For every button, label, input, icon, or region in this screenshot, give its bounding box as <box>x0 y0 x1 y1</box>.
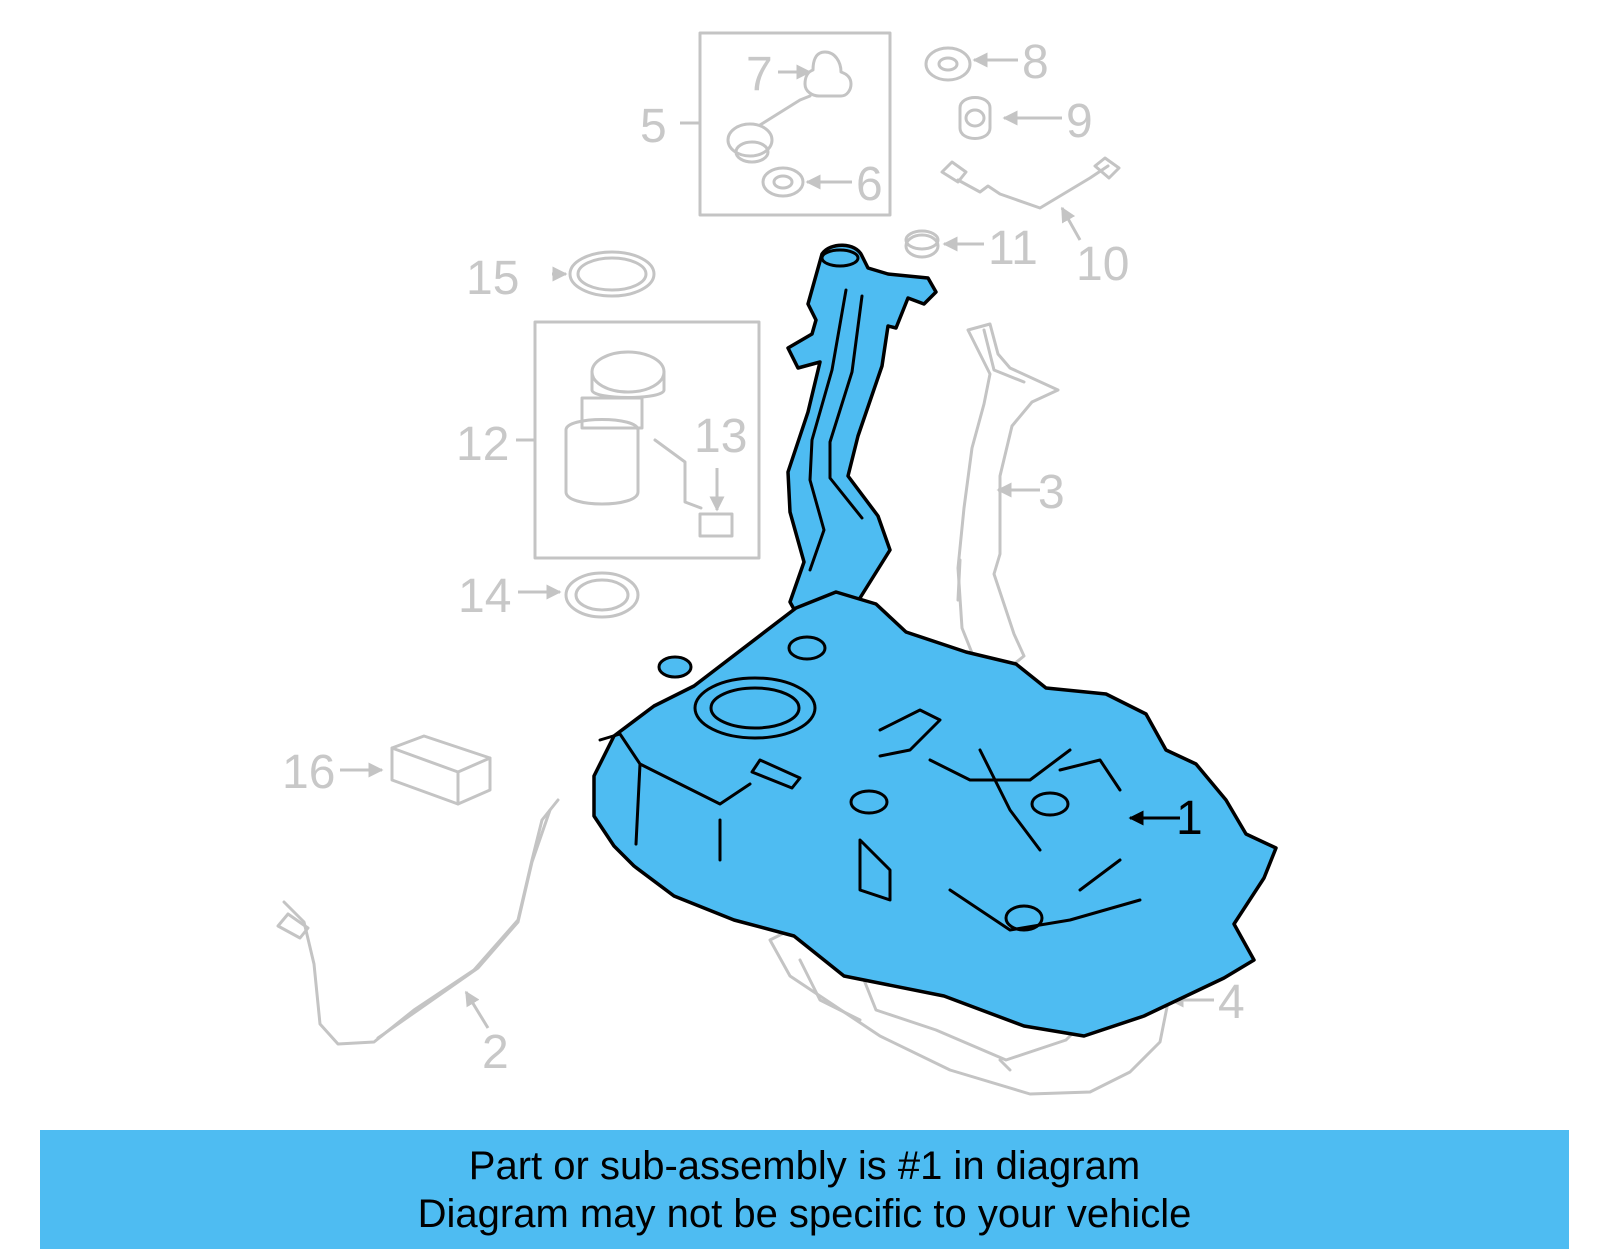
part-8-ring[interactable] <box>924 46 1018 82</box>
part-3-heat-shield[interactable] <box>956 322 1060 674</box>
callout-14: 14 <box>458 570 511 623</box>
part-2-strap[interactable] <box>276 798 560 1046</box>
callout-7: 7 <box>746 48 773 101</box>
callout-3: 3 <box>1038 466 1065 519</box>
callout-12: 12 <box>456 418 509 471</box>
banner-line-2: Diagram may not be specific to your vehi… <box>417 1191 1192 1236</box>
info-banner: Part or sub-assembly is #1 in diagram Di… <box>40 1130 1569 1249</box>
part-14-seal-ring[interactable] <box>518 571 640 619</box>
part-16-module[interactable] <box>340 734 492 806</box>
part-5-grommet[interactable] <box>680 94 812 164</box>
part-12-fuel-pump[interactable] <box>516 350 666 506</box>
part-13-sender[interactable] <box>653 438 734 538</box>
part-15-lock-ring[interactable] <box>552 250 656 298</box>
banner-line-1: Part or sub-assembly is #1 in diagram <box>468 1143 1141 1188</box>
callout-2: 2 <box>482 1026 509 1079</box>
callout-6: 6 <box>856 158 883 211</box>
callout-9: 9 <box>1066 95 1093 148</box>
callout-15: 15 <box>466 252 519 305</box>
part-6-seal[interactable] <box>761 166 852 198</box>
callout-16: 16 <box>282 746 335 799</box>
part-9-grommet[interactable] <box>958 96 1062 140</box>
callout-10: 10 <box>1076 238 1129 291</box>
callout-13: 13 <box>694 410 747 463</box>
callout-8: 8 <box>1022 36 1049 89</box>
callout-5: 5 <box>640 100 667 153</box>
part-11-cap[interactable] <box>904 229 984 259</box>
part-10-harness[interactable] <box>940 156 1121 241</box>
part-1-fuel-tank[interactable] <box>592 243 1278 1038</box>
callout-4: 4 <box>1218 976 1245 1029</box>
part-7-vent-valve[interactable] <box>778 50 853 98</box>
callout-11: 11 <box>988 222 1038 275</box>
callout-1: 1 <box>1176 792 1203 845</box>
